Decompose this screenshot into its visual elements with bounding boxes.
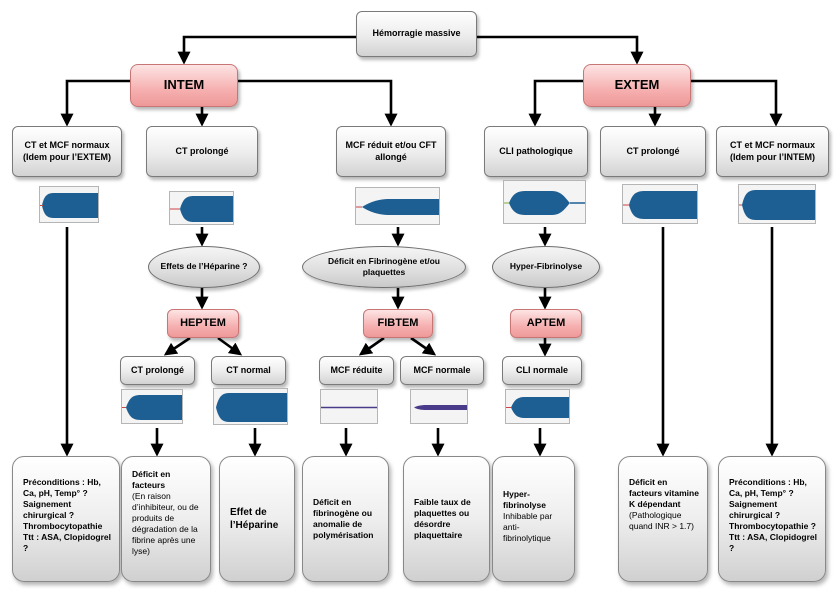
conclusion-hyperfibrinolysis: Hyper-fibrinolyse Inhibable par anti-fib… xyxy=(492,456,575,582)
fibtem-node: FIBTEM xyxy=(363,309,433,338)
trace-fibtem-mcf-reduced-waveform xyxy=(321,406,377,409)
question-heparin: Effets de l’Héparine ? xyxy=(148,246,260,288)
aptem-cli-normal-node: CLI normale xyxy=(502,356,582,385)
extem-node: EXTEM xyxy=(583,64,691,107)
conclusion-fibrinogen-deficit-text: Déficit en fibrinogène ou anomalie de po… xyxy=(313,496,374,541)
trace-intem-ct-prolonged xyxy=(169,191,234,225)
heptem-ct-normal-node: CT normal xyxy=(211,356,286,385)
trace-heptem-ct-prolonged xyxy=(121,389,183,424)
extem-normal-node: CT et MCF normaux (Idem pour l’INTEM) xyxy=(716,126,829,177)
trace-intem-normal xyxy=(39,186,99,223)
question-hyperfibrinolysis: Hyper-Fibrinolyse xyxy=(492,246,600,288)
trace-heptem-ct-normal-waveform xyxy=(216,393,287,422)
trace-extem-normal xyxy=(738,184,816,224)
trace-extem-ct-prolonged xyxy=(622,184,698,224)
trace-heptem-ct-normal xyxy=(213,388,288,425)
heptem-node: HEPTEM xyxy=(167,309,239,338)
extem-ct-prolonged-node: CT prolongé xyxy=(600,126,706,177)
trace-aptem-cli-normal-waveform xyxy=(506,397,569,418)
fibtem-mcf-normal-node: MCF normale xyxy=(400,356,484,385)
intem-node: INTEM xyxy=(130,64,238,107)
trace-extem-cli-waveform xyxy=(504,191,585,215)
conclusion-heparin-effect-text: Effet de l’Héparine xyxy=(230,507,279,531)
trace-fibtem-mcf-reduced xyxy=(320,389,378,424)
aptem-node: APTEM xyxy=(510,309,582,338)
conclusion-platelet-disorder-text: Faible taux de plaquettes ou désordre pl… xyxy=(414,496,471,541)
fibtem-mcf-reduced-node: MCF réduite xyxy=(319,356,394,385)
conclusion-preconditions-extem-text: Préconditions : Hb, Ca, pH, Temp° ? Saig… xyxy=(729,477,817,554)
conclusion-factor-deficit-detail: (En raison d’inhibiteur, ou de produits … xyxy=(132,491,199,557)
conclusion-preconditions-intem-text: Préconditions : Hb, Ca, pH, Temp° ? Saig… xyxy=(23,477,111,554)
conclusion-factor-deficit-title: Déficit en facteurs xyxy=(132,469,171,491)
root-node: Hémorragie massive xyxy=(356,11,477,57)
conclusion-hyperfibrinolysis-title: Hyper-fibrinolyse xyxy=(503,489,546,511)
conclusion-platelet-disorder: Faible taux de plaquettes ou désordre pl… xyxy=(403,456,490,582)
trace-extem-ct-prolonged-waveform xyxy=(623,191,697,219)
trace-extem-cli xyxy=(503,180,586,224)
conclusion-vitk-deficit: Déficit en facteurs vitamine K dépendant… xyxy=(618,456,708,582)
trace-intem-ct-prolonged-waveform xyxy=(170,196,233,222)
question-fibrinogen-platelets: Déficit en Fibrinogène et/ou plaquettes xyxy=(302,246,466,288)
trace-extem-normal-waveform xyxy=(739,190,815,220)
trace-aptem-cli-normal xyxy=(505,389,570,424)
trace-heptem-ct-prolonged-waveform xyxy=(122,395,182,420)
conclusion-vitk-deficit-detail: (Pathologique quand INR > 1.7) xyxy=(629,510,694,532)
conclusion-heparin-effect: Effet de l’Héparine xyxy=(219,456,295,582)
trace-fibtem-mcf-normal-waveform xyxy=(414,405,467,410)
trace-intem-mcf-reduced xyxy=(355,187,440,225)
extem-cli-node: CLI pathologique xyxy=(484,126,588,177)
trace-intem-mcf-reduced-waveform xyxy=(356,199,439,215)
intem-ct-prolonged-node: CT prolongé xyxy=(146,126,258,177)
trace-intem-normal-waveform xyxy=(40,193,98,218)
trace-fibtem-mcf-normal xyxy=(410,389,468,424)
intem-mcf-reduced-node: MCF réduit et/ou CFT allongé xyxy=(336,126,446,177)
conclusion-factor-deficit: Déficit en facteurs (En raison d’inhibit… xyxy=(121,456,211,582)
conclusion-hyperfibrinolysis-detail: Inhibable par anti-fibrinolytique xyxy=(503,511,553,544)
conclusion-fibrinogen-deficit: Déficit en fibrinogène ou anomalie de po… xyxy=(302,456,389,582)
conclusion-preconditions-extem: Préconditions : Hb, Ca, pH, Temp° ? Saig… xyxy=(718,456,826,582)
conclusion-vitk-deficit-title: Déficit en facteurs vitamine K dépendant xyxy=(629,477,699,510)
heptem-ct-prolonged-node: CT prolongé xyxy=(120,356,195,385)
intem-normal-node: CT et MCF normaux (Idem pour l’EXTEM) xyxy=(12,126,122,177)
conclusion-preconditions-intem: Préconditions : Hb, Ca, pH, Temp° ? Saig… xyxy=(12,456,120,582)
